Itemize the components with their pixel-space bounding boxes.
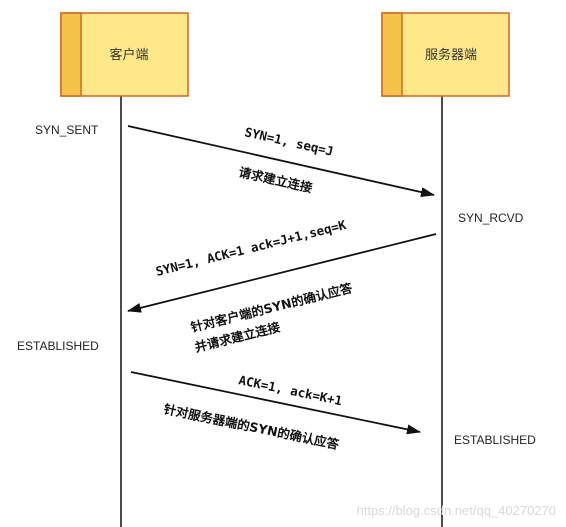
arrow-syn-ack: [127, 233, 437, 313]
state-syn-sent: SYN_SENT: [35, 123, 99, 137]
ack-description: 针对服务器端的SYN的确认应答: [162, 401, 340, 452]
syn-description: 请求建立连接: [237, 164, 314, 195]
state-syn-rcvd: SYN_RCVD: [458, 211, 524, 225]
syn-ack-params: SYN=1, ACK=1 ack=J+1,seq=K: [154, 217, 348, 279]
syn-params: SYN=1, seq=J: [243, 124, 334, 158]
arrow-syn: [127, 125, 435, 198]
client-box: 客户端: [60, 12, 189, 97]
arrow-ack: [130, 371, 421, 435]
server-box: 服务器端: [381, 12, 510, 97]
server-label: 服务器端: [425, 47, 477, 63]
state-client-established: ESTABLISHED: [17, 339, 99, 353]
state-server-established: ESTABLISHED: [454, 433, 536, 447]
client-label: 客户端: [109, 47, 148, 63]
watermark: https://blog.csdn.net/qq_40270270: [357, 503, 557, 518]
ack-params: ACK=1, ack=K+1: [237, 372, 343, 408]
